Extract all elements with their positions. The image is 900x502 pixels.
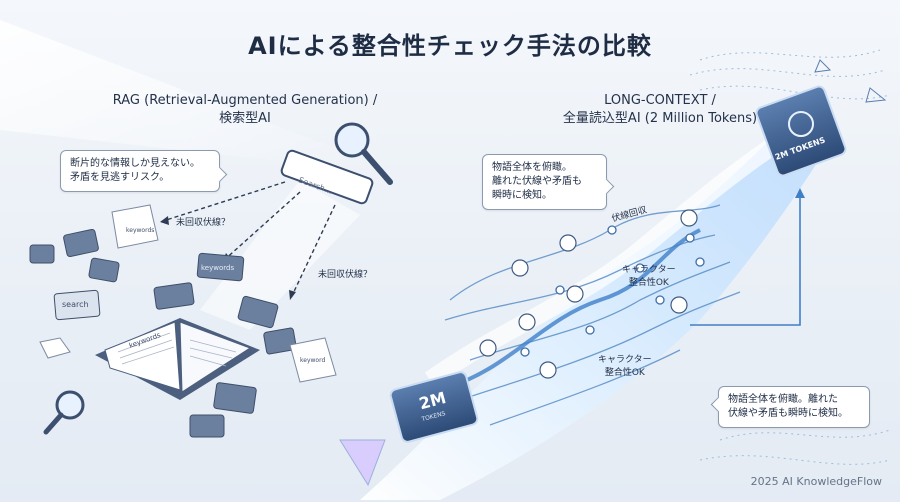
long-context-heading-line2: 全量読込型AI (2 Million Tokens) [562, 111, 758, 126]
magnifier-icon [334, 122, 393, 185]
puzzle-word-search: search [62, 300, 89, 309]
rag-heading-line1: RAG (Retrieval-Augmented Generation) / [112, 93, 378, 108]
chip-bottom-icon [389, 371, 479, 443]
small-triangle-1 [865, 87, 887, 103]
lc-callout-top-line1: 物語全体を俯瞰。 [492, 162, 572, 173]
character-label-2-line2: 整合性OK [604, 368, 645, 378]
search-bar [280, 149, 374, 205]
rag-callout: 断片的な情報しか見えない。 矛盾を見逃すリスク。 [60, 150, 220, 192]
long-context-beam [360, 110, 835, 500]
character-label-2: キャラクター 整合性OK [598, 352, 652, 378]
page-title: AIによる整合性チェック手法の比較 [248, 32, 652, 60]
lc-callout-bottom-line1: 物語全体を俯瞰。離れた [728, 394, 838, 405]
long-context-callout-top: 物語全体を俯瞰。 離れた伏線や矛盾も 瞬時に検知。 [482, 154, 607, 210]
long-context-heading: LONG-CONTEXT / 全量読込型AI (2 Million Tokens… [510, 92, 810, 128]
chip-top-icon [755, 85, 847, 177]
magnifier-small-icon [43, 390, 85, 435]
character-label-2-line1: キャラクター [598, 355, 652, 365]
puzzle-pieces [29, 228, 297, 438]
rag-heading-line2: 検索型AI [219, 111, 271, 126]
connector-arrowhead [795, 188, 805, 198]
character-label-1: キャラクター 整合性OK [622, 262, 676, 288]
open-book-icon [95, 318, 260, 400]
character-avatars [479, 209, 698, 379]
rag-heading: RAG (Retrieval-Augmented Generation) / 検… [110, 92, 380, 128]
long-context-heading-line1: LONG-CONTEXT / [604, 93, 716, 108]
rag-light-beam [200, 180, 360, 330]
network-nodes [520, 225, 705, 357]
rag-arrow-label-2: 未回収伏線？ [318, 270, 373, 280]
rag-callout-line1: 断片的な情報しか見えない。 [70, 158, 200, 169]
small-triangle-2 [814, 59, 832, 73]
paper-word-keyword: keyword [300, 357, 325, 364]
long-context-glow [424, 112, 820, 388]
rag-arrow-label-1: 未回収伏線？ [176, 218, 231, 228]
lc-callout-bottom-line2: 伏線や矛盾も瞬時に検知。 [728, 408, 848, 419]
lc-callout-top-line2: 離れた伏線や矛盾も [492, 176, 582, 187]
paper-word-keywords: keywords [126, 227, 154, 234]
lc-callout-top-line3: 瞬時に検知。 [492, 190, 552, 201]
story-network [444, 204, 741, 426]
prism-icon [339, 439, 386, 487]
long-context-callout-bottom: 物語全体を俯瞰。離れた 伏線や矛盾も瞬時に検知。 [718, 386, 870, 428]
search-arrows [159, 181, 336, 301]
decorative-wave-lines [689, 49, 891, 465]
rag-light-cone [0, 20, 360, 170]
puzzle-word-keywords: keywords [201, 264, 234, 272]
foreshadow-thread [439, 228, 701, 392]
connector-to-chip [690, 195, 801, 326]
character-label-1-line2: 整合性OK [628, 278, 669, 288]
paper-scraps [39, 204, 337, 383]
character-label-1-line1: キャラクター [622, 265, 676, 275]
footer-credit: 2025 AI KnowledgeFlow [750, 475, 882, 488]
rag-callout-line2: 矛盾を見逃すリスク。 [70, 172, 170, 183]
